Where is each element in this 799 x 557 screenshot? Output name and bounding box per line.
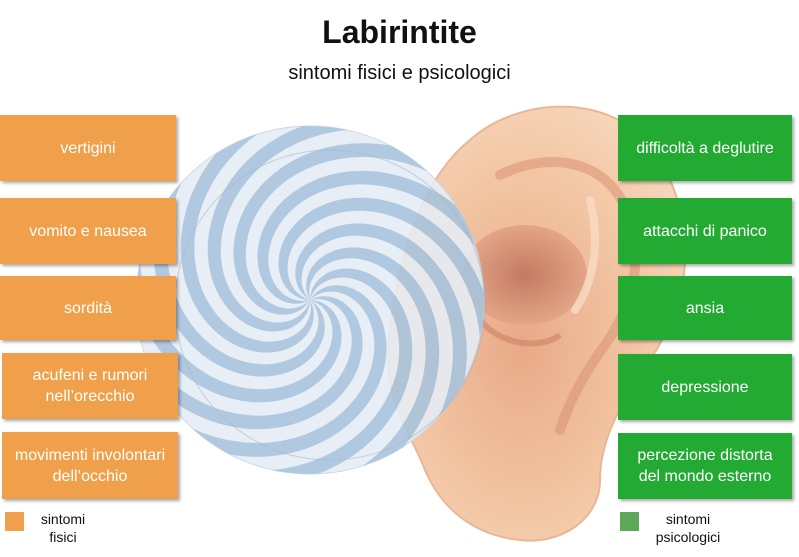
psychological-symptom-ansia: ansia bbox=[618, 276, 792, 340]
legend-physical-swatch bbox=[5, 512, 24, 531]
spiral-illustration bbox=[135, 125, 486, 475]
spiral-arm bbox=[153, 165, 325, 377]
page-subtitle: sintomi fisici e psicologici bbox=[288, 62, 511, 84]
psychological-symptom-panico: attacchi di panico bbox=[618, 198, 792, 264]
legend-psychological-label: sintomi psicologici bbox=[655, 511, 721, 545]
physical-symptom-sordita: sordità bbox=[0, 276, 176, 340]
legend-psychological-swatch bbox=[620, 512, 639, 531]
spiral-arm bbox=[175, 285, 387, 457]
spiral-arm bbox=[136, 243, 342, 403]
spiral-arm bbox=[278, 197, 484, 357]
spiral-arm bbox=[295, 223, 467, 435]
spiral-arm bbox=[207, 126, 367, 332]
spiral-arm bbox=[233, 143, 445, 315]
physical-symptom-movimenti-occhio: movimenti involontari dell’occhio bbox=[2, 432, 178, 499]
psychological-symptom-depressione: depressione bbox=[618, 354, 792, 420]
physical-symptom-vomito: vomito e nausea bbox=[0, 198, 176, 264]
legend-physical-label: sintomi fisici bbox=[40, 511, 86, 545]
page-title: Labirintite bbox=[322, 14, 477, 50]
psychological-symptom-deglutire: difficoltà a deglutire bbox=[618, 115, 792, 181]
physical-symptom-acufeni: acufeni e rumori nell’orecchio bbox=[2, 353, 178, 419]
psychological-symptom-percezione: percezione distorta del mondo esterno bbox=[618, 433, 792, 499]
spiral-arm bbox=[253, 268, 413, 474]
physical-symptom-vertigini: vertigini bbox=[0, 115, 176, 181]
